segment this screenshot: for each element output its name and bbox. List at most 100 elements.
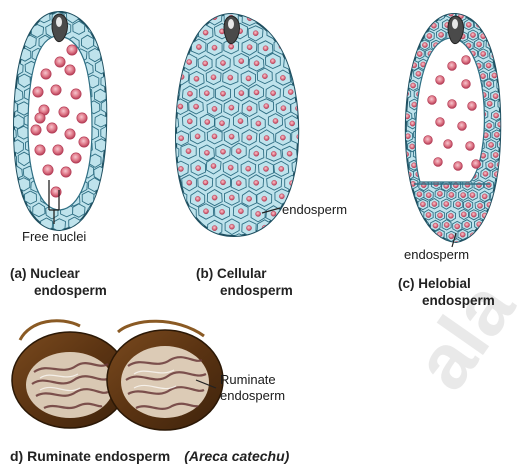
- cell-nucleus: [212, 134, 217, 139]
- cell-nucleus: [246, 166, 251, 171]
- free-nucleus: [41, 69, 51, 79]
- endosperm-cell: [215, 236, 230, 252]
- endosperm-cell: [93, 218, 105, 231]
- cell-nucleus: [204, 150, 209, 155]
- endosperm-cell: [165, 55, 180, 70]
- cell-nucleus: [417, 232, 422, 237]
- cell-nucleus: [272, 180, 277, 185]
- cell-nucleus: [280, 75, 285, 80]
- cell-nucleus: [203, 240, 208, 245]
- endosperm-cell: [403, 10, 413, 21]
- cell-nucleus: [406, 33, 411, 38]
- cell-nucleus: [432, 241, 437, 246]
- cell-nucleus: [290, 121, 295, 126]
- cell-nucleus: [271, 91, 276, 96]
- cell-nucleus: [170, 59, 175, 64]
- endosperm-cell: [391, 10, 400, 20]
- endosperm-cell: [173, 220, 188, 235]
- endosperm-cell: [424, 230, 434, 240]
- cell-nucleus: [169, 179, 174, 184]
- cell-nucleus: [483, 171, 488, 176]
- cell-nucleus: [238, 209, 243, 214]
- endosperm-cell: [502, 169, 512, 179]
- cell-nucleus: [273, 118, 278, 123]
- cell-nucleus: [305, 241, 310, 246]
- endosperm-cell: [5, 203, 17, 217]
- cell-nucleus: [505, 133, 510, 138]
- caption-helobial-tag: (c) Helobial: [398, 276, 495, 293]
- cell-nucleus: [194, 104, 199, 109]
- caption-helobial-rest: endosperm: [398, 293, 495, 310]
- cell-nucleus: [194, 226, 199, 231]
- cell-nucleus: [505, 31, 510, 36]
- cell-nucleus: [394, 31, 399, 36]
- free-nucleus: [33, 87, 43, 97]
- cell-nucleus: [203, 209, 208, 214]
- endosperm-cell: [473, 240, 483, 250]
- cell-nucleus: [492, 34, 497, 39]
- cell-nucleus: [439, 32, 444, 37]
- cell-nucleus: [405, 13, 410, 18]
- endosperm-cell: [490, 211, 500, 221]
- helobial-endosperm-figure: [390, 8, 512, 251]
- cell-nucleus: [443, 241, 448, 246]
- endosperm-cell: [0, 218, 8, 231]
- endosperm-cell: [3, 23, 15, 37]
- nuclear-endosperm-figure: [0, 8, 122, 245]
- cell-nucleus: [483, 14, 488, 19]
- cell-nucleus: [211, 75, 216, 80]
- endosperm-cell: [497, 240, 507, 250]
- cell-nucleus: [305, 120, 310, 125]
- cell-nucleus: [504, 191, 509, 196]
- cell-nucleus: [281, 106, 286, 111]
- endosperm-cell: [392, 150, 402, 161]
- endosperm-cell: [158, 130, 173, 146]
- ruminate-seed-illustration: [12, 321, 223, 430]
- cell-nucleus: [170, 29, 175, 34]
- cell-nucleus: [410, 222, 415, 227]
- endosperm-cell: [300, 236, 315, 251]
- cell-nucleus: [470, 32, 475, 37]
- cell-nucleus: [289, 60, 294, 65]
- cell-nucleus: [228, 165, 233, 170]
- endosperm-cell: [109, 140, 121, 154]
- cell-nucleus: [411, 204, 416, 209]
- endosperm-cell: [390, 170, 400, 180]
- helobial-nucleus: [448, 100, 457, 109]
- endosperm-cell: [164, 236, 179, 251]
- cell-nucleus: [203, 180, 208, 185]
- cell-nucleus: [160, 45, 165, 50]
- endosperm-cell: [299, 144, 314, 160]
- endosperm-cell: [110, 166, 122, 180]
- endosperm-cell: [156, 39, 170, 54]
- cell-nucleus: [486, 23, 491, 28]
- cell-nucleus: [395, 73, 400, 78]
- cell-nucleus: [505, 53, 510, 58]
- endosperm-cell: [284, 55, 299, 70]
- cell-nucleus: [406, 193, 411, 198]
- cell-nucleus: [219, 121, 224, 126]
- cell-nucleus: [426, 232, 431, 237]
- endosperm-cell: [413, 10, 423, 20]
- cell-nucleus: [187, 180, 192, 185]
- cell-nucleus: [272, 29, 277, 34]
- cell-nucleus: [296, 76, 301, 81]
- caption-cellular-endosperm: (b) Cellular endosperm: [196, 266, 293, 300]
- endosperm-cell: [101, 48, 113, 61]
- cell-nucleus: [500, 62, 505, 67]
- label-ruminate-line2: endosperm: [220, 388, 285, 404]
- endosperm-cell: [484, 20, 494, 31]
- cell-nucleus: [494, 113, 499, 118]
- cell-nucleus: [499, 242, 504, 247]
- cell-nucleus: [246, 76, 251, 81]
- cell-nucleus: [304, 150, 309, 155]
- cell-nucleus: [404, 232, 409, 237]
- endosperm-cell: [503, 210, 512, 220]
- cell-nucleus: [394, 211, 399, 216]
- cell-nucleus: [399, 123, 404, 128]
- cell-nucleus: [220, 149, 225, 154]
- endosperm-cell: [156, 11, 170, 26]
- helobial-nucleus: [454, 162, 463, 171]
- endosperm-cell: [490, 31, 500, 41]
- cell-nucleus: [185, 241, 190, 246]
